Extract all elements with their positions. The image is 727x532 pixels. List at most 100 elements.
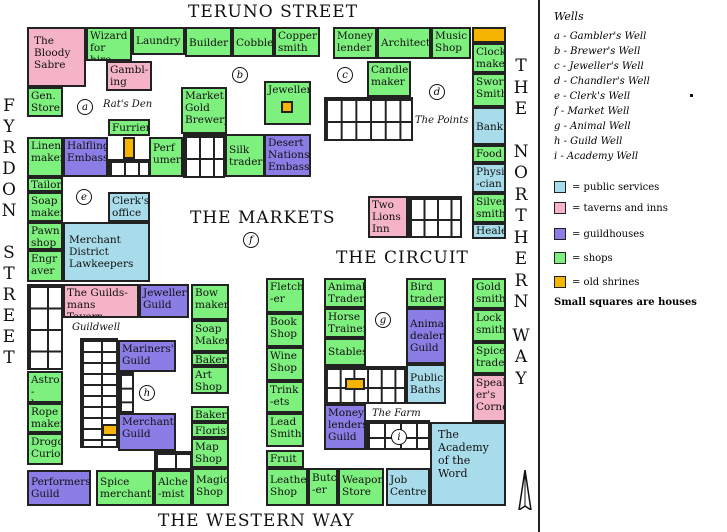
building-speakers-corner[interactable]: Speak- er's Corner: [472, 374, 506, 422]
building-gambling-hall[interactable]: Gambl- ing hall: [106, 61, 152, 91]
building-public-baths[interactable]: Public Baths: [406, 364, 446, 404]
building-job-centre[interactable]: Job Centre: [386, 468, 430, 506]
building-animal-trader[interactable]: Animal Trader: [324, 278, 366, 308]
building-soap-maker-w[interactable]: Soap maker: [27, 192, 63, 222]
houses-perfumer: [108, 159, 150, 177]
legend-well-c: c - Jeweller's Well: [554, 61, 644, 72]
building-silk-trader[interactable]: Silk trader: [225, 134, 265, 177]
building-bow-maker[interactable]: Bow maker: [191, 284, 229, 320]
shrine-north-east: [472, 27, 506, 43]
well-c[interactable]: c: [337, 67, 353, 83]
street-west-l7: S: [3, 243, 15, 263]
building-two-lions-inn[interactable]: Two Lions Inn: [368, 196, 408, 238]
building-rope-maker[interactable]: Rope maker: [27, 403, 63, 433]
building-sword-smith[interactable]: Sword Smith: [472, 73, 506, 107]
building-wine-shop[interactable]: Wine Shop: [266, 347, 304, 381]
houses-mariners: [118, 372, 134, 413]
well-h[interactable]: h: [139, 385, 155, 401]
building-physician[interactable]: Physi -cian: [472, 163, 506, 193]
building-market-gold-brewery[interactable]: Market Gold Brewery: [181, 87, 227, 134]
building-desert-nations-embassy[interactable]: Desert Nations Embassy: [264, 134, 311, 177]
building-candle-maker[interactable]: Candle maker: [367, 61, 411, 97]
building-halfling-embassy[interactable]: Halfling Embassy: [63, 137, 108, 177]
building-bloody-sabre[interactable]: The Bloody Sabre: [27, 27, 86, 87]
building-laundry[interactable]: Laundry: [132, 27, 185, 55]
building-music-shop[interactable]: Music Shop: [431, 27, 471, 59]
building-performers-guild[interactable]: Performers Guild: [27, 470, 91, 506]
building-copper-smith[interactable]: Copper smith: [274, 27, 320, 57]
building-money-lenders-guild[interactable]: Money lenders Guild: [324, 404, 366, 450]
swatch-public: [554, 181, 566, 193]
building-stables[interactable]: Stables: [324, 338, 366, 366]
houses-points: [324, 97, 413, 141]
building-alchemist[interactable]: Alche -mist: [154, 470, 192, 506]
well-e[interactable]: e: [76, 189, 92, 205]
building-healer[interactable]: Healer: [472, 223, 506, 239]
street-east-l4: N: [513, 141, 529, 162]
building-bird-trader[interactable]: Bird trader: [406, 278, 446, 308]
well-a[interactable]: a: [77, 99, 93, 115]
legend-key-guilds: = guildhouses: [554, 228, 727, 240]
building-pawn-shop[interactable]: Pawn shop: [27, 222, 63, 250]
building-architect[interactable]: Architect: [377, 27, 431, 59]
building-soap-maker-c[interactable]: Soap Maker: [191, 320, 229, 352]
building-animal-dealers-guild[interactable]: Animal dealers Guild: [406, 308, 446, 364]
building-spice-merchant[interactable]: Spice merchant: [96, 470, 154, 506]
building-perfumer[interactable]: Perf umer: [149, 137, 183, 177]
building-horse-trainer[interactable]: Horse Trainer: [324, 308, 366, 338]
building-money-lender-n[interactable]: Money lender: [333, 27, 377, 59]
building-linen-maker[interactable]: Linen maker: [27, 137, 63, 177]
building-furrier[interactable]: Furrier: [108, 119, 150, 136]
building-cobbler[interactable]: Cobbler: [232, 27, 274, 57]
shrine-circuit: [345, 378, 365, 390]
well-g[interactable]: g: [375, 312, 391, 328]
building-astrologer[interactable]: Astro -loger: [27, 371, 63, 403]
building-food[interactable]: Food: [472, 145, 506, 163]
building-map-shop[interactable]: Map Shop: [191, 438, 229, 468]
well-f[interactable]: f: [243, 232, 259, 248]
houses-two-lions: [408, 196, 462, 238]
legend-key-guilds-label: = guildhouses: [572, 228, 645, 240]
building-butcher[interactable]: Butch -er: [308, 468, 338, 506]
building-mariners-guild[interactable]: Mariners' Guild: [118, 340, 176, 372]
building-baker-s[interactable]: Baker: [191, 406, 229, 422]
houses-west: [27, 284, 63, 370]
building-magic-shop[interactable]: Magic Shop: [192, 468, 229, 506]
building-academy-of-the-word[interactable]: The Academy of the Word: [430, 422, 506, 506]
building-fletcher[interactable]: Fletch -er: [266, 278, 304, 313]
building-lead-smith[interactable]: Lead Smith: [266, 413, 304, 447]
legend-well-d: d - Chandler's Well: [554, 76, 650, 87]
building-lock-smith[interactable]: Lock smith: [472, 309, 506, 342]
building-trinkets[interactable]: Trink -ets: [266, 381, 304, 413]
building-weapon-store[interactable]: Weapon Store: [338, 468, 384, 506]
building-art-shop[interactable]: Art Shop: [191, 366, 229, 394]
building-wizard-for-hire[interactable]: Wizard for hire: [86, 27, 132, 61]
building-clock-maker[interactable]: Clock maker: [472, 43, 506, 73]
building-guildsmans-tavern[interactable]: The Guilds- mans Tavern: [63, 284, 139, 318]
building-gen-store[interactable]: Gen. Store: [27, 87, 63, 117]
street-west-l11: E: [2, 327, 16, 347]
building-baker-c[interactable]: Baker: [191, 352, 229, 366]
building-tailor[interactable]: Tailor: [27, 177, 63, 192]
building-engraver[interactable]: Engr aver: [27, 250, 63, 282]
well-d[interactable]: d: [429, 84, 445, 100]
well-b[interactable]: b: [232, 67, 248, 83]
building-bank[interactable]: Bank: [472, 107, 506, 145]
building-fruit[interactable]: Fruit: [266, 450, 304, 468]
building-jewellers-guild[interactable]: Jewellers Guild: [139, 284, 189, 318]
building-merchant-lawkeepers[interactable]: Merchant District Lawkeepers: [63, 222, 150, 282]
legend-key-public: = public services: [554, 181, 727, 193]
building-builder[interactable]: Builder: [185, 27, 232, 57]
building-gold-smith[interactable]: Gold smith: [472, 278, 506, 309]
building-clerks-office[interactable]: Clerk's office: [108, 192, 150, 222]
houses-circuit: [324, 366, 406, 404]
building-florist[interactable]: Florist: [191, 422, 229, 438]
building-drogo-curios[interactable]: Drogo Curios: [27, 433, 63, 465]
building-silver-smith[interactable]: Silver smith: [472, 193, 506, 223]
building-leather-shop[interactable]: Leather Shop: [266, 468, 308, 506]
building-book-shop[interactable]: Book Shop: [266, 313, 304, 347]
building-spice-trader[interactable]: Spice trader: [472, 342, 506, 374]
well-i[interactable]: i: [391, 429, 407, 445]
building-merchant-guild[interactable]: Merchant Guild: [118, 413, 176, 451]
